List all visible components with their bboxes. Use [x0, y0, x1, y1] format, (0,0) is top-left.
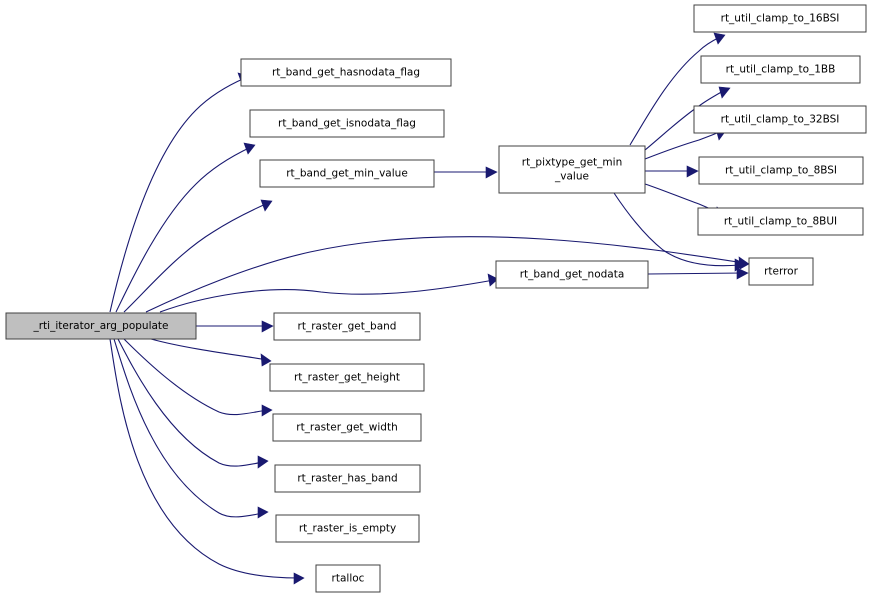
graph-node-rt-band-get-min-value[interactable]: rt_band_get_min_value [259, 159, 435, 188]
node-box[interactable] [693, 105, 867, 134]
call-edge [434, 166, 498, 179]
node-label: rt_pixtype_get_min_value [522, 157, 622, 183]
edge-arrowhead-icon [243, 142, 256, 155]
node-label: rt_band_get_isnodata_flag [278, 118, 416, 130]
graph-node-rt-util-clamp-to-32BSI[interactable]: rt_util_clamp_to_32BSI [693, 105, 867, 134]
edge-line [629, 36, 721, 146]
node-box[interactable] [274, 464, 421, 493]
node-box[interactable] [700, 55, 861, 84]
node-box[interactable] [249, 109, 445, 138]
call-edge [150, 338, 272, 367]
node-label: rt_util_clamp_to_1BB [726, 64, 836, 76]
edge-arrowhead-icon [260, 353, 272, 367]
edge-arrowhead-icon [257, 506, 269, 519]
edge-arrowhead-icon [260, 199, 273, 212]
edge-arrowhead-icon [261, 404, 273, 417]
node-box[interactable] [498, 145, 646, 194]
edge-arrowhead-icon [713, 32, 726, 45]
node-box[interactable] [275, 514, 420, 543]
node-label: rt_raster_get_width [296, 422, 397, 434]
call-edge [647, 267, 749, 280]
graph-node-rt-band-get-isnodata-flag[interactable]: rt_band_get_isnodata_flag [249, 109, 445, 138]
call-edge [123, 199, 273, 313]
edge-line [613, 192, 741, 267]
node-label: rt_util_clamp_to_16BSI [721, 13, 840, 25]
graph-node-rtalloc[interactable]: rtalloc [315, 564, 381, 593]
edge-arrowhead-icon [736, 267, 749, 280]
node-label: rt_raster_get_band [298, 321, 397, 333]
node-label: rt_band_get_nodata [520, 269, 625, 281]
edge-line [150, 338, 268, 361]
call-edge [629, 32, 726, 146]
graph-node-rti-iterator-arg-populate[interactable]: _rti_iterator_arg_populate [5, 312, 197, 340]
nodes-layer: _rti_iterator_arg_populate rt_band_get_ha… [5, 4, 867, 593]
node-box[interactable] [315, 564, 381, 593]
node-label: rt_raster_has_band [297, 473, 397, 485]
edge-line [123, 202, 269, 313]
node-box[interactable] [269, 363, 425, 392]
node-box[interactable] [240, 58, 452, 87]
edge-arrowhead-icon [686, 165, 699, 178]
graph-node-rterror[interactable]: rterror [748, 257, 814, 286]
graph-node-rt-band-get-nodata[interactable]: rt_band_get_nodata [495, 260, 649, 289]
edge-arrowhead-icon [487, 273, 499, 287]
graph-node-rt-raster-get-band[interactable]: rt_raster_get_band [273, 312, 421, 341]
edge-line [647, 272, 744, 275]
node-box[interactable] [698, 156, 864, 185]
node-label: rtalloc [332, 573, 365, 585]
graph-node-rt-raster-is-empty[interactable]: rt_raster_is_empty [275, 514, 420, 543]
graph-node-rt-band-get-hasnodata-flag[interactable]: rt_band_get_hasnodata_flag [240, 58, 452, 87]
graph-node-rt-util-clamp-to-1BB[interactable]: rt_util_clamp_to_1BB [700, 55, 861, 84]
graph-node-rt-raster-get-width[interactable]: rt_raster_get_width [272, 413, 422, 442]
graph-node-rt-util-clamp-to-8BSI[interactable]: rt_util_clamp_to_8BSI [698, 156, 864, 185]
call-edge [159, 273, 499, 313]
call-edge [113, 338, 269, 519]
graph-node-rt-util-clamp-to-16BSI[interactable]: rt_util_clamp_to_16BSI [693, 4, 867, 33]
edge-line [159, 279, 495, 313]
edge-arrowhead-icon [257, 455, 269, 469]
node-label: rterror [764, 266, 799, 278]
node-label: rt_raster_get_height [294, 372, 400, 384]
graph-node-rt-pixtype-get-min-value[interactable]: rt_pixtype_get_min_value [498, 145, 646, 194]
node-label: rt_band_get_hasnodata_flag [272, 67, 420, 79]
call-edge [117, 338, 269, 469]
node-box[interactable] [748, 257, 814, 286]
edge-line [117, 338, 264, 467]
node-label: rt_raster_is_empty [299, 523, 396, 535]
edge-line [123, 338, 269, 416]
node-box[interactable] [272, 413, 422, 442]
call-edge [109, 338, 305, 585]
node-box[interactable] [5, 312, 197, 340]
graph-node-rt-util-clamp-to-8BUI[interactable]: rt_util_clamp_to_8BUI [697, 207, 864, 236]
call-edge [123, 338, 273, 417]
edges-layer [109, 32, 750, 585]
call-edge [109, 72, 250, 313]
node-label: _rti_iterator_arg_populate [32, 320, 168, 332]
edge-line [145, 236, 745, 313]
edge-arrowhead-icon [261, 320, 274, 333]
edge-arrowhead-icon [485, 166, 498, 179]
node-label: rt_band_get_min_value [286, 168, 408, 180]
node-label: rt_util_clamp_to_8BUI [724, 216, 837, 228]
node-box[interactable] [495, 260, 649, 289]
node-box[interactable] [697, 207, 864, 236]
node-label: rt_util_clamp_to_8BSI [725, 165, 837, 177]
call-edge [115, 142, 256, 313]
edge-line [113, 338, 264, 518]
node-box[interactable] [693, 4, 867, 33]
edge-arrowhead-icon [293, 572, 305, 585]
edge-line [109, 77, 246, 313]
node-label: rt_util_clamp_to_32BSI [721, 114, 840, 126]
graph-node-rt-raster-get-height[interactable]: rt_raster_get_height [269, 363, 425, 392]
graph-node-rt-raster-has-band[interactable]: rt_raster_has_band [274, 464, 421, 493]
call-edge [645, 165, 699, 178]
edge-line [115, 146, 252, 313]
edge-arrowhead-icon [718, 86, 731, 99]
edge-line [644, 130, 723, 160]
call-edge [196, 320, 274, 333]
node-box[interactable] [259, 159, 435, 188]
edge-line [109, 338, 300, 579]
node-box[interactable] [273, 312, 421, 341]
